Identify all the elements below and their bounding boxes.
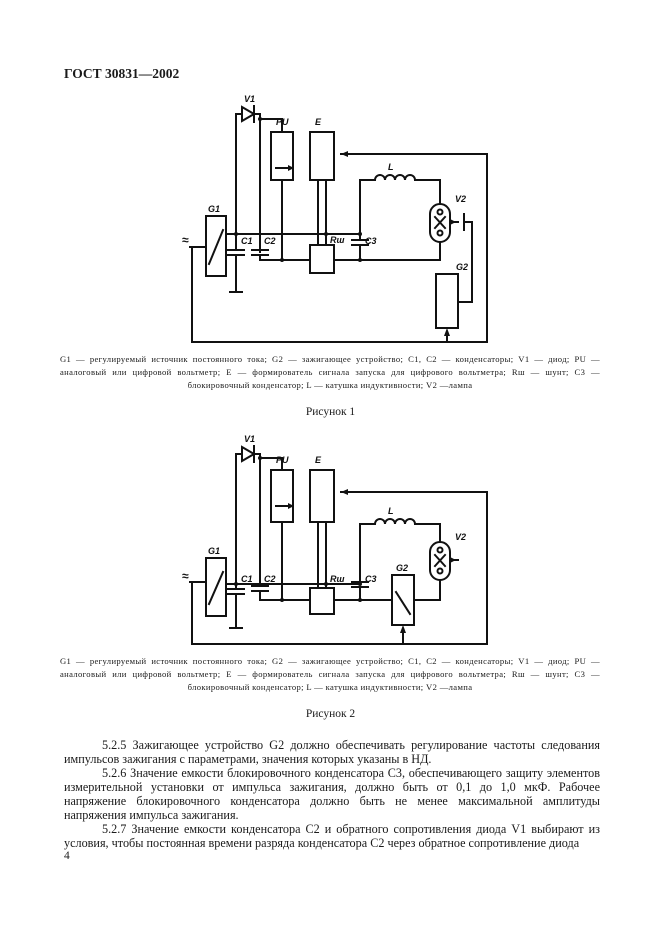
label-c1: C1 [241,574,253,584]
paragraph-5-2-7: 5.2.7 Значение емкости конденсатора C2 и… [64,822,600,850]
wire-outer-loop [191,491,488,645]
label-c3: C3 [365,236,377,246]
e-trigger [309,469,335,523]
ac-symbol: ≈ [182,233,189,247]
wire-outer-loop [191,153,488,343]
label-g1: G1 [208,546,220,556]
page-number: 4 [64,850,70,862]
paragraph-5-2-6: 5.2.6 Значение емкости блокировочного ко… [64,766,600,822]
label-l: L [388,506,394,516]
label-g2: G2 [396,563,408,573]
inductor-l [373,174,417,182]
circuit-diagram-2: ≈ G1 V1 C1 C2 PU E Rш C3 [160,432,520,650]
g2-igniter [435,273,459,329]
label-v2: V2 [455,532,466,542]
label-v2: V2 [455,194,466,204]
label-pu: PU [276,117,289,127]
label-e: E [315,455,322,465]
label-v1: V1 [244,94,255,104]
label-c2: C2 [264,574,276,584]
label-rsh: Rш [330,235,345,245]
label-c2: C2 [264,236,276,246]
figure-2-legend: G1 — регулируемый источник постоянного т… [60,656,600,692]
label-pu: PU [276,455,289,465]
pu-voltmeter [270,131,294,181]
label-l: L [388,162,394,172]
diode-v1 [241,105,256,123]
document-code: ГОСТ 30831—2002 [64,66,180,81]
arrow-head [341,151,348,157]
circuit-svg-2: ≈ G1 V1 C1 C2 PU E Rш C3 [182,434,488,645]
label-e: E [315,117,322,127]
label-rsh: Rш [330,574,345,584]
figure-1-legend: G1 — регулируемый источник постоянного т… [60,354,600,390]
circuit-svg-1: ≈ G1 V1 C1 C2 PU E Rш [182,94,488,343]
label-g1: G1 [208,204,220,214]
label-c1: C1 [241,236,253,246]
circuit-diagram-1: ≈ G1 V1 C1 C2 PU E Rш [160,92,520,350]
pu-voltmeter [270,469,294,523]
paragraph-5-2-5: 5.2.5 Зажигающее устройство G2 должно об… [64,738,600,766]
label-c3: C3 [365,574,377,584]
figure-2-caption: Рисунок 2 [305,708,356,720]
ac-symbol: ≈ [182,569,189,583]
shunt-rsh [309,244,335,274]
inductor-l [373,518,417,526]
shunt-rsh [309,587,335,615]
label-v1: V1 [244,434,255,444]
label-g2: G2 [456,262,468,272]
g2-igniter [391,574,415,626]
figure-1-caption: Рисунок 1 [305,406,356,418]
e-trigger [309,131,335,181]
diode-v1 [241,445,256,463]
